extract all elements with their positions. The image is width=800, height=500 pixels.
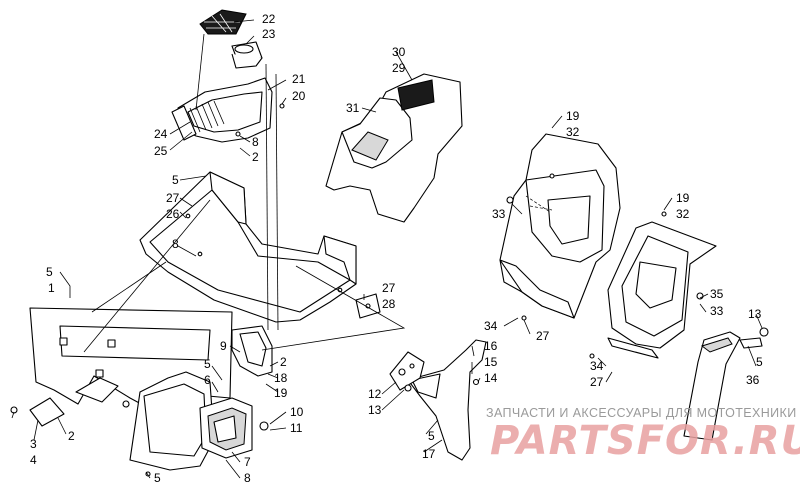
callout-5: 5	[428, 429, 435, 443]
watermark-logo: PARTSFOR.RU	[490, 418, 800, 464]
assembly-lines	[83, 33, 406, 353]
callout-19: 19	[566, 109, 580, 123]
callout-5: 5	[154, 471, 161, 485]
fasteners	[145, 196, 704, 477]
callout-28: 28	[382, 297, 396, 311]
callout-11: 11	[290, 421, 303, 435]
callout-14: 14	[484, 371, 498, 385]
callout-numbers: 22 23 21 20 24 25 8 2 30 29 31 5 27 26 8…	[30, 12, 763, 485]
callout-4: 4	[30, 453, 37, 467]
warning-decal	[397, 79, 435, 111]
callout-2: 2	[68, 429, 75, 443]
callout-33: 33	[492, 207, 506, 221]
callout-9: 9	[220, 339, 227, 353]
callout-19: 19	[274, 386, 288, 400]
mud-flap	[407, 339, 487, 461]
callout-5: 5	[46, 265, 53, 279]
callout-3: 3	[30, 437, 37, 451]
callout-5: 5	[756, 355, 763, 369]
callout-22: 22	[262, 12, 276, 26]
callout-19: 19	[676, 191, 690, 205]
front-dash-panel	[325, 73, 463, 223]
callout-26: 26	[166, 207, 180, 221]
callout-10: 10	[290, 405, 304, 419]
callout-27: 27	[166, 191, 180, 205]
callout-8: 8	[172, 237, 179, 251]
lower-fascia-panel	[122, 371, 215, 471]
callout-32: 32	[566, 125, 580, 139]
callout-27: 27	[590, 375, 604, 389]
floor-bracket	[355, 293, 381, 319]
callout-5: 5	[204, 357, 211, 371]
callout-6: 6	[204, 373, 211, 387]
console-grille	[189, 100, 225, 133]
rear-fender-left	[499, 133, 621, 319]
callout-7: 7	[244, 455, 251, 469]
callout-2: 2	[280, 355, 287, 369]
callout-31: 31	[346, 101, 360, 115]
callout-21: 21	[292, 72, 306, 86]
callout-34: 34	[484, 319, 498, 333]
leader-lines	[11, 19, 763, 479]
callout-15: 15	[484, 355, 498, 369]
callout-25: 25	[154, 144, 168, 158]
callout-24: 24	[154, 127, 168, 141]
callout-2: 2	[252, 150, 259, 164]
callout-32: 32	[676, 207, 690, 221]
shift-bracket	[231, 325, 273, 377]
front-fascia	[29, 307, 233, 413]
callout-16: 16	[484, 339, 498, 353]
mount-bracket	[389, 351, 425, 392]
callout-8: 8	[252, 135, 259, 149]
glovebox-door	[199, 397, 253, 459]
callout-5: 5	[172, 173, 179, 187]
callout-35: 35	[710, 287, 724, 301]
callout-13: 13	[368, 403, 382, 417]
callout-13: 13	[748, 307, 762, 321]
callout-27: 27	[382, 281, 396, 295]
callout-17: 17	[422, 447, 436, 461]
callout-23: 23	[262, 27, 276, 41]
callout-18: 18	[274, 371, 288, 385]
callout-33: 33	[710, 304, 724, 318]
callout-8: 8	[244, 471, 251, 485]
callout-20: 20	[292, 89, 306, 103]
callout-27: 27	[536, 329, 550, 343]
callout-29: 29	[392, 61, 406, 75]
side-trim-strip	[683, 327, 769, 441]
callout-30: 30	[392, 45, 406, 59]
callout-1: 1	[48, 281, 55, 295]
callout-34: 34	[590, 359, 604, 373]
rear-fender-right	[607, 211, 717, 359]
callout-12: 12	[368, 387, 382, 401]
floor-pan	[139, 171, 357, 323]
watermark-tagline: ЗАПЧАСТИ И АКСЕССУАРЫ ДЛЯ МОТОТЕХНИКИ	[486, 406, 797, 420]
callout-36: 36	[746, 373, 760, 387]
